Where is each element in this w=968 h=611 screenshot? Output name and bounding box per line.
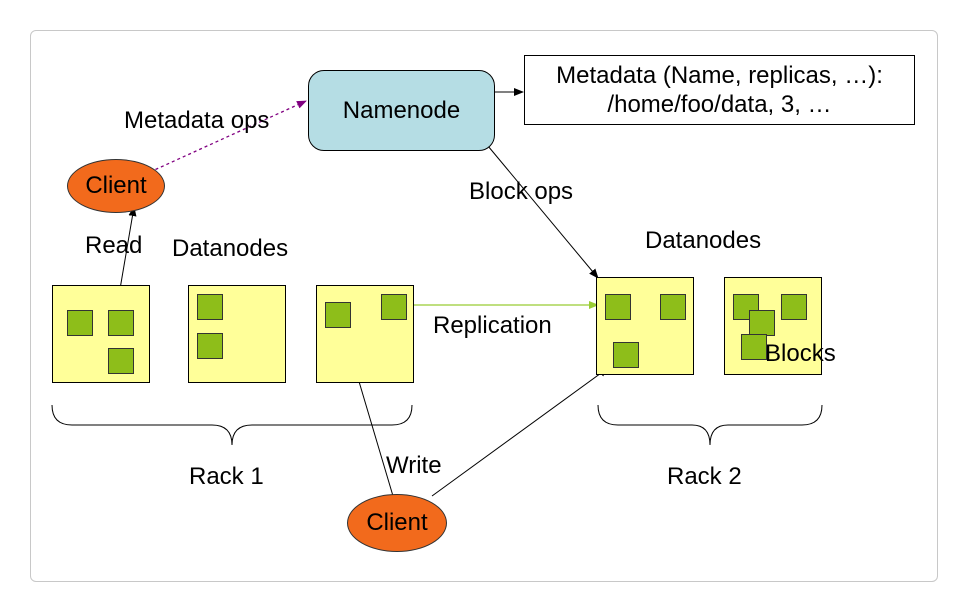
data-block: [605, 294, 631, 320]
block-ops-arrow: [487, 145, 599, 279]
rack1-datanodes-label: Datanodes: [172, 235, 289, 262]
metadata-ops-label: Metadata ops: [124, 107, 270, 134]
rack1-label: Rack 1: [189, 463, 264, 490]
client-bottom: Client: [347, 494, 447, 552]
data-block: [660, 294, 686, 320]
data-block: [108, 348, 134, 374]
data-block: [197, 333, 223, 359]
data-block: [67, 310, 93, 336]
metadata-box: Metadata (Name, replicas, …): /home/foo/…: [524, 55, 915, 125]
client-top: Client: [67, 159, 165, 213]
rack1-datanode-1: [52, 285, 150, 383]
data-block: [108, 310, 134, 336]
write-arrow-rack2: [431, 367, 609, 497]
data-block: [381, 294, 407, 320]
data-block: [741, 334, 767, 360]
rack2-label: Rack 2: [667, 463, 742, 490]
rack2-datanode-2: [724, 277, 822, 375]
rack1-brace: [51, 404, 413, 446]
data-block: [197, 294, 223, 320]
metadata-line-1: Metadata (Name, replicas, …):: [556, 62, 883, 89]
data-block: [781, 294, 807, 320]
read-arrow: [118, 206, 137, 296]
rack2-datanode-1: [596, 277, 694, 375]
replication-label: Replication: [433, 312, 552, 339]
block-ops-label: Block ops: [469, 178, 574, 205]
data-block: [613, 342, 639, 368]
read-label: Read: [85, 232, 143, 259]
client-bottom-label: Client: [366, 509, 428, 536]
data-block: [325, 302, 351, 328]
namenode-label: Namenode: [342, 96, 461, 124]
client-top-label: Client: [85, 172, 147, 199]
rack2-datanodes-label: Datanodes: [645, 227, 762, 254]
namenode: Namenode: [308, 70, 495, 151]
rack1-datanode-2: [188, 285, 286, 383]
rack2-brace: [597, 404, 823, 446]
metadata-line-2: /home/foo/data, 3, …: [607, 91, 832, 118]
write-label: Write: [386, 452, 442, 479]
metadata-ops-arrow: [149, 100, 307, 173]
blocks-label: Blocks: [765, 340, 836, 367]
data-block: [749, 310, 775, 336]
rack1-datanode-3: [316, 285, 414, 383]
